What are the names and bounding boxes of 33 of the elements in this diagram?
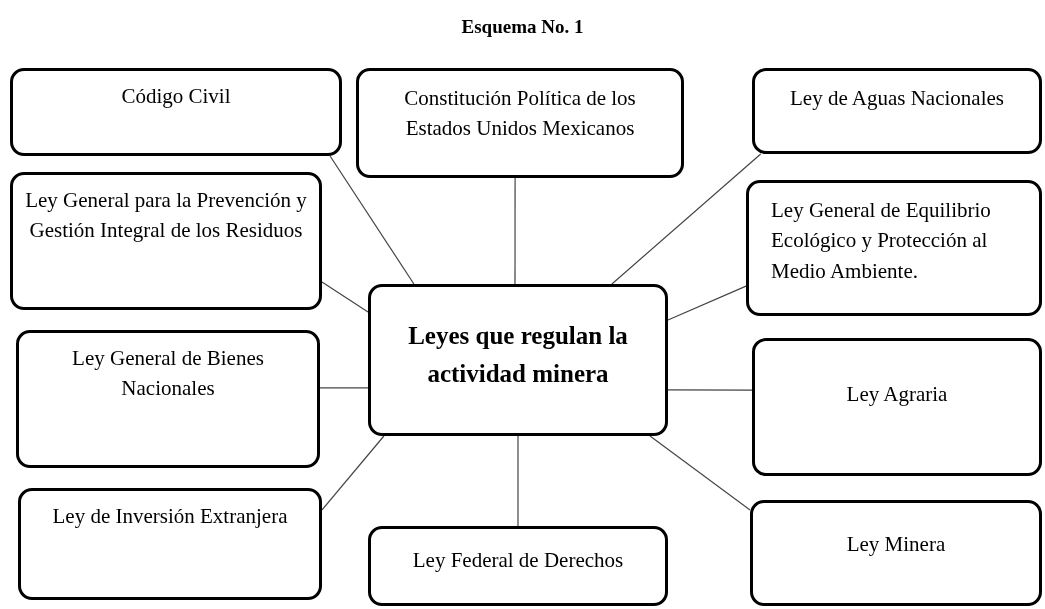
node-text: Ley de Aguas Nacionales [789,85,1005,112]
law-box [10,172,322,310]
central-topic-box [368,284,668,436]
law-box [750,500,1042,606]
node-text: Código Civil [120,83,232,110]
node-text: Constitución Política de los Estados Unidos Mexicanos [403,85,637,143]
connector-line [329,155,415,285]
law-box [752,338,1042,476]
node-text: Leyes que regulan la actividad minera [407,321,629,389]
node-text: Ley Minera [845,531,947,558]
connector-line [517,435,519,527]
law-box [18,488,322,600]
node-text: Ley Agraria [845,381,949,408]
connector-line [321,435,385,511]
law-box [746,180,1042,316]
diagram-title: Esquema No. 1 [460,16,585,38]
connector-line [514,177,516,285]
connector-line [319,387,369,389]
law-box [356,68,684,178]
law-box [10,68,342,156]
law-box [368,526,668,606]
law-box [752,68,1042,154]
node-text: Ley General de Equilibrio Ecológico y Protección al Medio Ambiente. [771,197,992,285]
node-text: Ley de Inversión Extranjera [51,503,289,530]
connector-line [321,281,369,313]
node-text: Ley Federal de Derechos [411,547,625,574]
connector-line [611,153,762,285]
connector-line [649,435,751,511]
connector-line [667,285,747,321]
connector-line [667,389,753,391]
node-text: Ley General para la Prevención y Gestión Integral de los Residuos [24,187,308,245]
node-text: Ley General de Bienes Nacionales [71,345,265,403]
law-box [16,330,320,468]
